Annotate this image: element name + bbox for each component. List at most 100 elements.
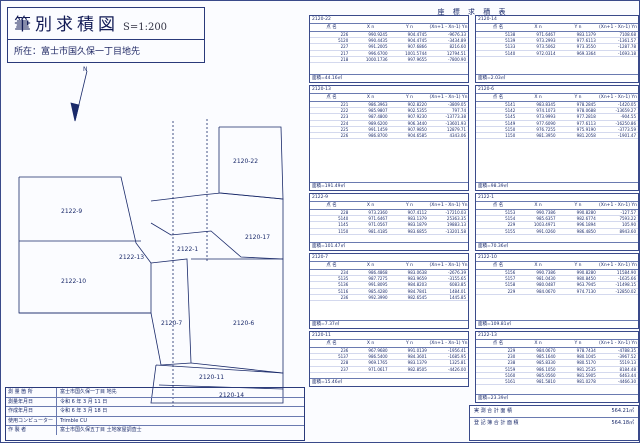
parcel-label: 2122-10	[61, 278, 86, 285]
block-area-sum: 面積=70.36㎡	[476, 242, 638, 250]
block-area-sum: 面積=101.47㎡	[310, 242, 468, 250]
parcel-label: 2122-1	[177, 246, 198, 253]
block-area-sum: 面積=15.46㎡	[310, 378, 468, 386]
block-area-sum: 面積=191.49㎡	[310, 182, 468, 190]
block-area-sum: 面積=23.39㎡	[476, 394, 638, 402]
block-id: 2120-14	[476, 16, 638, 24]
parcel-plan: 2122-9 2122-10 2122-13 2120-7 2120-6 212…	[18, 66, 284, 408]
block-id: 2122-10	[476, 254, 638, 262]
parcel-label: 2120-7	[161, 320, 182, 327]
parcel-label: 2122-9	[61, 208, 82, 215]
north-label: N	[83, 66, 88, 73]
scale-label: S=1:200	[123, 22, 168, 33]
parcel-bottom-strip	[150, 364, 284, 404]
parcel-label: 2120-22	[233, 158, 258, 165]
parcel-2120-6-outline	[190, 258, 284, 374]
parcel-label: 2120-6	[233, 320, 254, 327]
block-area-sum: 面積=44.16㎡	[310, 74, 468, 82]
tables-title: 座 標 求 積 表	[437, 8, 509, 16]
info-row: 作 製 者富士市国久保五丁目 土地家屋調査士	[8, 426, 142, 435]
parcel-2120-13-outline	[150, 192, 284, 260]
block-id: 2120-22	[310, 16, 468, 24]
parcel-2122-9-outline	[18, 176, 152, 314]
location-label: 所在：富士市国久保一丁目地先	[14, 47, 141, 57]
parcel-2120-7-outline	[150, 258, 192, 366]
parcel-label: 2120-11	[199, 374, 224, 381]
block-id: 2120-7	[310, 254, 468, 262]
survey-info-table: 測 量 箇 所富士市国久保一丁目 地先 測量年月日令和 6 年 3 月 11 日…	[5, 387, 305, 441]
block-area-sum: 面積=2.03㎡	[476, 74, 638, 82]
block-id: 2122-13	[476, 332, 638, 340]
info-row: 測量年月日令和 6 年 3 月 11 日	[6, 397, 304, 408]
block-id: 2120-13	[310, 86, 468, 94]
north-arrow-head-icon	[70, 102, 80, 122]
parcel-label: 2120-14	[219, 392, 244, 399]
